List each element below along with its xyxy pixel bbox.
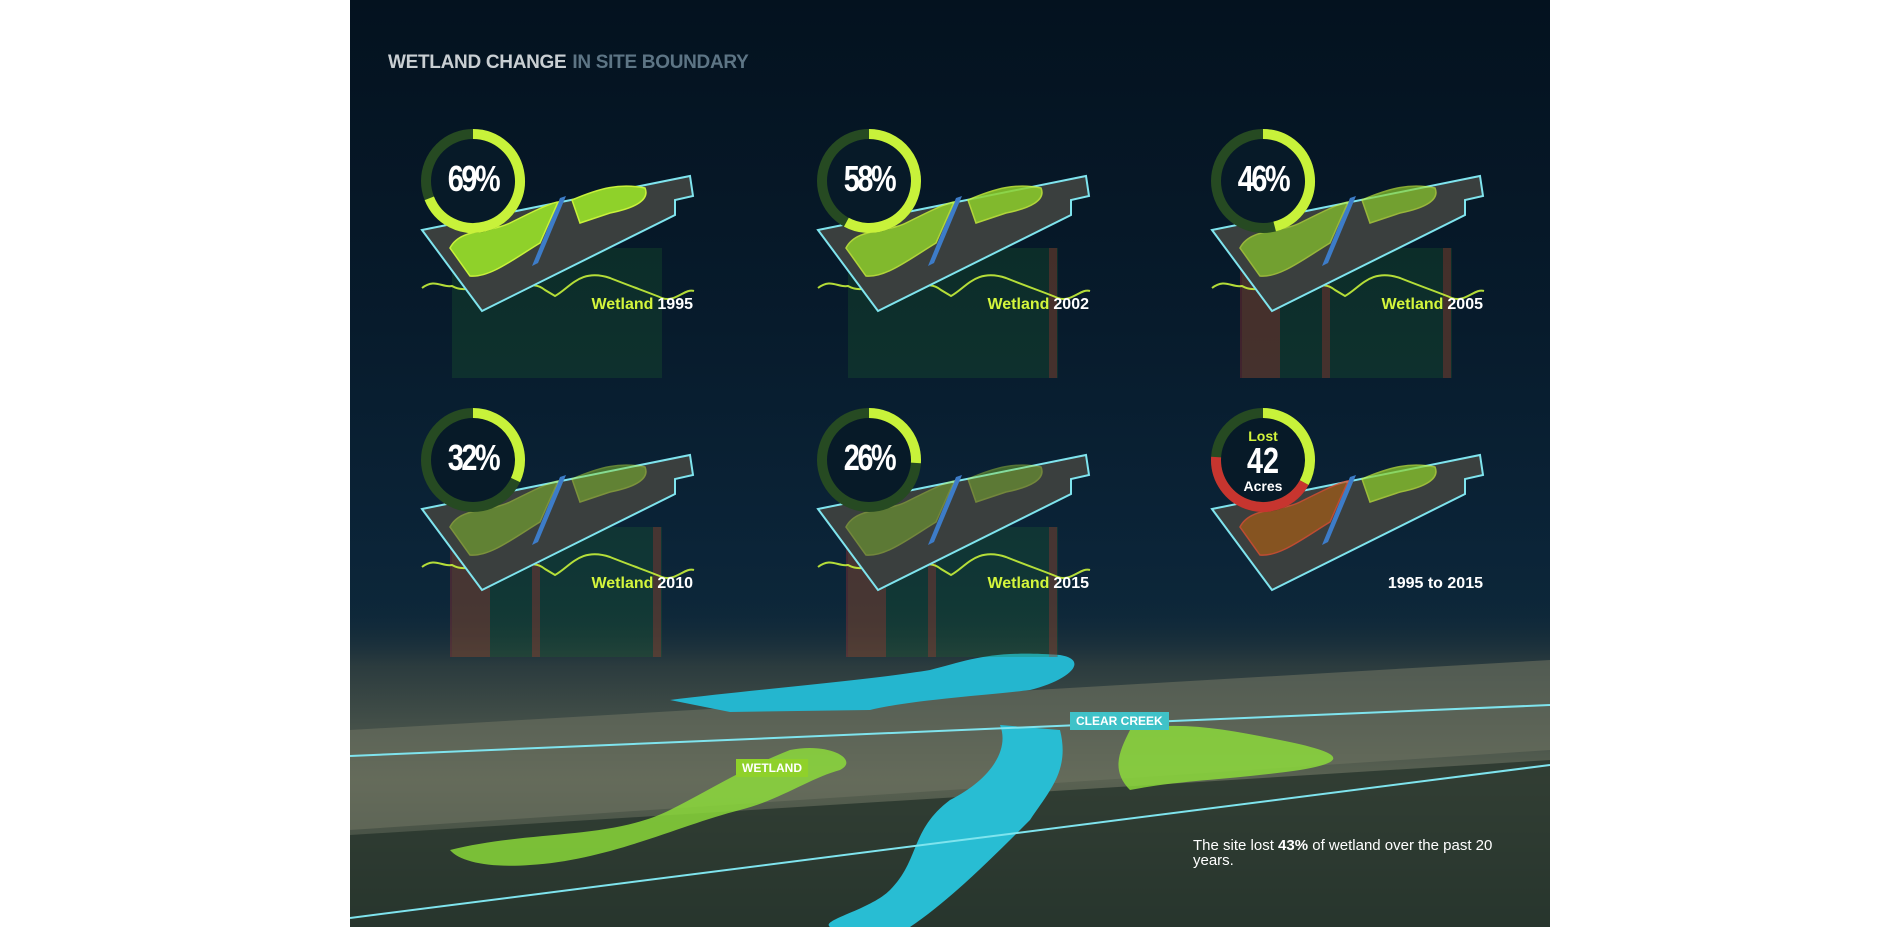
creek-in-map bbox=[928, 196, 962, 266]
terrain-profile-line bbox=[817, 553, 1091, 580]
wetland-percent: 32% bbox=[447, 437, 501, 478]
lost-l3: Acres bbox=[1243, 478, 1283, 494]
wetland-patch bbox=[967, 464, 1043, 503]
creek-water bbox=[670, 653, 1075, 712]
donut-progress bbox=[1262, 129, 1315, 232]
creek-in-map bbox=[1322, 196, 1356, 266]
label-word: Wetland bbox=[987, 296, 1050, 313]
wetland-percent: 26% bbox=[843, 437, 897, 478]
loss-band bbox=[1443, 248, 1451, 378]
lost-l2: 42 bbox=[1246, 440, 1280, 481]
summary-highlight: 43% bbox=[1278, 837, 1309, 854]
label-year: 1995 bbox=[657, 296, 693, 313]
creek-in-map bbox=[928, 475, 962, 545]
summary-text: The site lost 43% of wetland over the pa… bbox=[1193, 838, 1513, 868]
label-word: Wetland bbox=[1381, 296, 1444, 313]
terrain-profile-line bbox=[1211, 274, 1485, 301]
wetland-percent: 58% bbox=[843, 158, 897, 199]
wetland-percent: 46% bbox=[1237, 158, 1291, 199]
terrain-profile-line bbox=[421, 553, 695, 580]
boundary-line-bottom bbox=[350, 764, 1550, 919]
terrain-profile-line bbox=[817, 274, 1091, 301]
period-label: 1995 to 2015 bbox=[1387, 575, 1483, 592]
wetland-patch bbox=[571, 464, 647, 503]
loss-band bbox=[928, 527, 936, 657]
wetland-patch bbox=[967, 185, 1043, 224]
donut-progress bbox=[472, 408, 525, 483]
donut-remaining bbox=[1262, 408, 1315, 486]
wetland-patch bbox=[1361, 185, 1437, 224]
label-word: Wetland bbox=[987, 575, 1050, 592]
label-year: 2010 bbox=[657, 575, 693, 592]
label-year: 2015 bbox=[1053, 575, 1089, 592]
site-map bbox=[816, 453, 1091, 592]
wetland-patch bbox=[571, 185, 647, 224]
wetland-patch bbox=[1361, 464, 1437, 503]
loss-band bbox=[1049, 527, 1057, 657]
creek-in-map bbox=[532, 475, 566, 545]
label-word: Wetland bbox=[591, 575, 654, 592]
loss-band bbox=[1322, 248, 1330, 378]
label-year: 2005 bbox=[1447, 296, 1483, 313]
wetland-label: WETLAND bbox=[736, 759, 808, 777]
site-map bbox=[420, 453, 695, 592]
wetland-area-right bbox=[1118, 725, 1334, 790]
label-year: 2002 bbox=[1053, 296, 1089, 313]
loss-band bbox=[532, 527, 540, 657]
donut-progress bbox=[843, 129, 921, 233]
creek-in-map bbox=[1322, 475, 1356, 545]
donut-progress bbox=[868, 408, 921, 464]
title-sub: IN SITE BOUNDARY bbox=[572, 52, 749, 73]
terrain-profile-line bbox=[421, 274, 695, 301]
boundary-line-top bbox=[350, 704, 1550, 757]
wetland-percent: 69% bbox=[447, 158, 501, 199]
summary-prefix: The site lost bbox=[1193, 837, 1279, 854]
label-word: Wetland bbox=[591, 296, 654, 313]
loss-band bbox=[653, 527, 661, 657]
donut-lost bbox=[1211, 456, 1309, 512]
summary-suffix: of wetland over the past 20 years. bbox=[1193, 837, 1493, 869]
clear-creek-label: CLEAR CREEK bbox=[1070, 712, 1169, 730]
creek-in-map bbox=[532, 196, 566, 266]
title-main: WETLAND CHANGE bbox=[388, 52, 567, 73]
aerial-photo bbox=[350, 600, 1550, 927]
wetland-area-left bbox=[450, 748, 847, 866]
donut-progress bbox=[424, 129, 525, 233]
lost-l1: Lost bbox=[1248, 428, 1278, 444]
loss-band bbox=[1049, 248, 1057, 378]
